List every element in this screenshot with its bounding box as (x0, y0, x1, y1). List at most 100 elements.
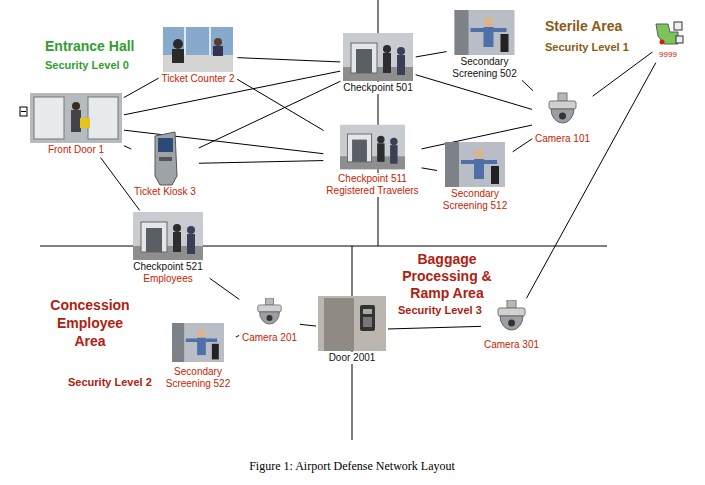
node-label: Checkpoint 521 (132, 261, 204, 273)
person-body (71, 110, 81, 132)
network-link (124, 130, 323, 154)
screening-photo (445, 142, 505, 187)
network-link (300, 324, 316, 326)
picture-space (545, 92, 580, 133)
network-link (422, 168, 437, 171)
network-link (388, 326, 481, 329)
figure-caption: Figure 1: Airport Defense Network Layout (249, 459, 455, 474)
area-label: Security Level 2 (68, 376, 152, 388)
checkpoint-photo (340, 125, 405, 170)
station-node: Checkpoint 521Employees (128, 212, 208, 285)
network-link (101, 158, 140, 211)
station-node: Camera 201 (241, 298, 298, 344)
network-link (236, 335, 239, 337)
network-link (526, 63, 655, 298)
person-head (173, 39, 183, 49)
picture-space (452, 10, 517, 56)
kiosk-slot (159, 157, 172, 161)
picture-space (654, 20, 682, 49)
station-node: Checkpoint 501 (342, 33, 414, 94)
area-label: Entrance Hall (45, 38, 134, 54)
kiosk-body (155, 132, 177, 185)
station-node: Secondary Screening 512 (439, 142, 511, 212)
station-node: Front Door 1 (30, 93, 122, 156)
checkpoint-photo (343, 33, 413, 81)
front-door-photo (20, 93, 122, 143)
area-label: Sterile Area (545, 18, 622, 34)
node-label: Camera 301 (483, 339, 540, 351)
station-node: Ticket Kiosk 3 (133, 130, 197, 198)
keypad-display (363, 309, 372, 314)
person-head (214, 38, 222, 46)
picture-space (30, 93, 122, 144)
camera-symbol (549, 93, 576, 123)
area-label: Security Level 1 (545, 41, 629, 53)
keypad (360, 305, 375, 331)
node-label: Employees (142, 273, 193, 285)
person-body (172, 49, 184, 63)
network-link (210, 278, 240, 299)
network-link (199, 161, 323, 164)
picture-space (163, 27, 233, 73)
area-label: Concession Employee Area (40, 296, 140, 350)
door-glass (88, 97, 118, 139)
node-label: Secondary Screening 512 (439, 188, 511, 212)
server-icon (656, 22, 683, 45)
node-label: Secondary Screening 502 (449, 56, 521, 80)
ticket-counter-photo (163, 27, 233, 72)
photo-ground (30, 93, 122, 143)
small-icon (21, 111, 26, 112)
area-label: Security Level 3 (398, 304, 482, 316)
network-link (593, 52, 653, 96)
picture-space (340, 122, 405, 173)
network-link (124, 78, 159, 98)
photo-ground (318, 296, 386, 351)
node-label: Secondary Screening 522 (162, 366, 234, 390)
picture-space (128, 212, 208, 261)
picture-space (318, 296, 386, 352)
person-head (72, 102, 80, 110)
camera-symbol (258, 298, 281, 324)
yellow-bag (80, 118, 90, 128)
network-link (237, 58, 340, 62)
door-panel (324, 298, 354, 351)
station-node: Camera 101 (534, 92, 591, 145)
area-label: Security Level 0 (45, 59, 129, 71)
node-label: Checkpoint 501 (342, 82, 414, 94)
picture-space (445, 142, 505, 188)
kiosk-photo (155, 132, 177, 185)
area-label: Baggage Processing & Ramp Area (395, 251, 499, 302)
icon-box (676, 36, 683, 43)
network-link (522, 80, 533, 90)
network-link (124, 146, 131, 149)
node-label: Ticket Counter 2 (161, 73, 236, 85)
window-frame (209, 27, 211, 55)
boundary-line (40, 246, 607, 247)
node-label: Ticket Kiosk 3 (133, 186, 197, 198)
door-glass (34, 97, 64, 139)
node-label: Door 2001 (328, 352, 377, 364)
station-node: Secondary Screening 522 (162, 320, 234, 390)
picture-space (252, 298, 287, 332)
network-link (237, 79, 323, 130)
window-frame (184, 27, 186, 55)
network-link (513, 139, 533, 152)
small-icon (20, 107, 27, 116)
station-node: Ticket Counter 2 (161, 27, 236, 85)
icon-dot (660, 40, 665, 45)
picture-space (172, 320, 224, 366)
node-label: Checkpoint 511 (337, 173, 408, 185)
station-node: Secondary Screening 502 (449, 10, 521, 80)
kiosk-screen (158, 138, 173, 152)
network-link (124, 71, 340, 115)
icon-box (674, 22, 682, 30)
person-body (213, 46, 223, 56)
network-link (416, 52, 447, 57)
node-label: Camera 101 (534, 133, 591, 145)
camera-symbol (498, 300, 525, 330)
screening-photo (455, 10, 515, 55)
